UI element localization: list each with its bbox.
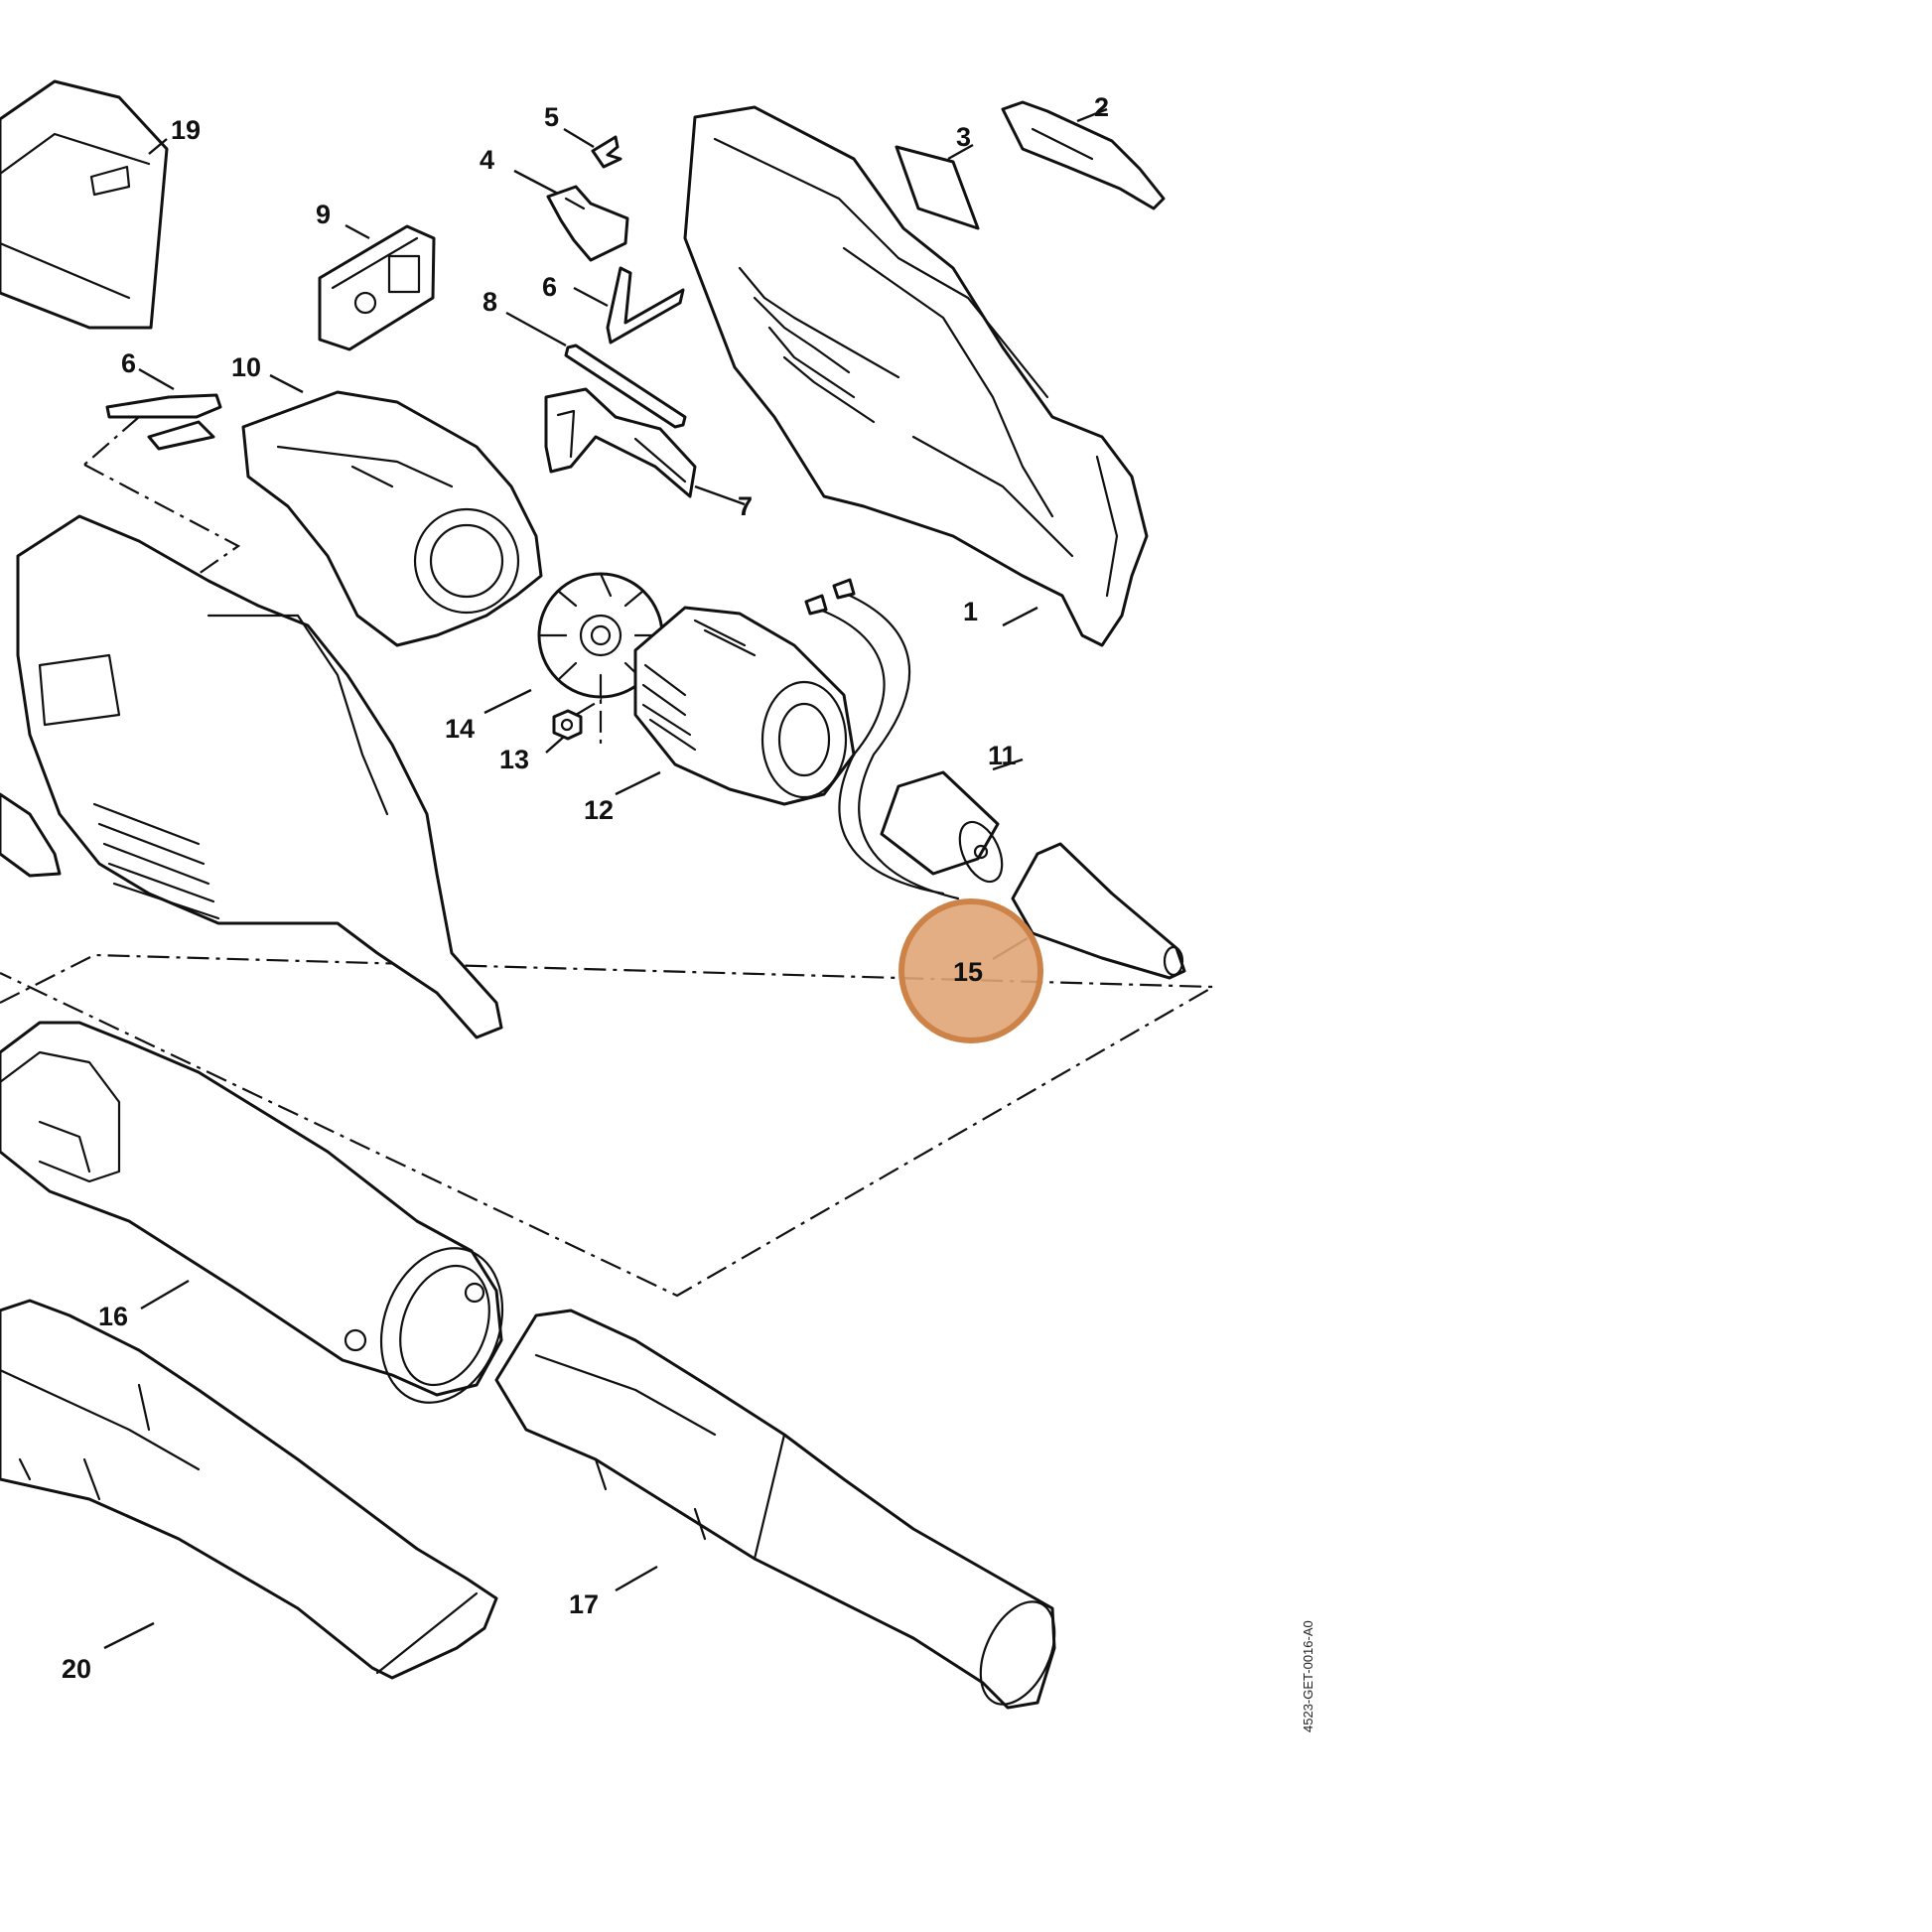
assembly-guide-lines (0, 416, 1217, 1298)
motor-wires (804, 578, 960, 900)
callout-8[interactable]: 8 (483, 287, 497, 317)
callout-leader-lines (103, 107, 1108, 1650)
callout-5[interactable]: 5 (544, 102, 559, 132)
callout-1[interactable]: 1 (963, 597, 978, 626)
document-id: 4523-GET-0016-A0 (1301, 1620, 1315, 1732)
part-12-motor-housing (633, 606, 856, 806)
part-4-switch (546, 185, 629, 262)
callout-11[interactable]: 11 (988, 741, 1017, 770)
callout-10[interactable]: 10 (231, 352, 261, 382)
callout-14[interactable]: 14 (445, 714, 475, 744)
part-11-motor (880, 770, 1004, 884)
callout-13[interactable]: 13 (499, 745, 529, 774)
callout-numbers: 1 2 3 4 5 6 6 7 8 9 10 11 12 13 14 15 16… (62, 92, 1109, 1684)
callout-3[interactable]: 3 (956, 122, 971, 152)
part-13-nut (552, 709, 583, 741)
left-main-housing (0, 514, 503, 1039)
part-6-strip-upper (606, 266, 685, 345)
callout-17[interactable]: 17 (569, 1589, 599, 1619)
part-1-right-housing (683, 105, 1149, 647)
callout-12[interactable]: 12 (584, 795, 614, 825)
callout-6-upper[interactable]: 6 (542, 272, 557, 302)
part-19-battery-cover (0, 79, 169, 330)
part-16-blower-tube (0, 1021, 504, 1404)
callout-16[interactable]: 16 (98, 1302, 128, 1331)
part-7-trigger-bracket (544, 387, 697, 498)
part-2-top-strip (1001, 100, 1166, 210)
part-5-clip (591, 135, 622, 169)
callout-19[interactable]: 19 (171, 115, 201, 145)
part-20-flat-nozzle (0, 1299, 498, 1680)
part-3-label (895, 145, 980, 230)
part-6-strip-left (105, 393, 222, 451)
part-17-round-nozzle (494, 1309, 1056, 1710)
callout-15[interactable]: 15 (953, 957, 983, 987)
callout-20[interactable]: 20 (62, 1654, 91, 1684)
part-15-nose-cone (1011, 842, 1186, 980)
callout-9[interactable]: 9 (316, 200, 331, 229)
part-10-fan-shroud (241, 390, 543, 647)
part-8-strip (564, 344, 687, 429)
part-9-electronic-module (318, 224, 436, 351)
callout-2[interactable]: 2 (1094, 92, 1109, 122)
highlight-marker[interactable] (898, 898, 1043, 1043)
callout-6-left[interactable]: 6 (121, 348, 136, 378)
callout-7[interactable]: 7 (738, 491, 753, 521)
callout-4[interactable]: 4 (480, 145, 494, 175)
